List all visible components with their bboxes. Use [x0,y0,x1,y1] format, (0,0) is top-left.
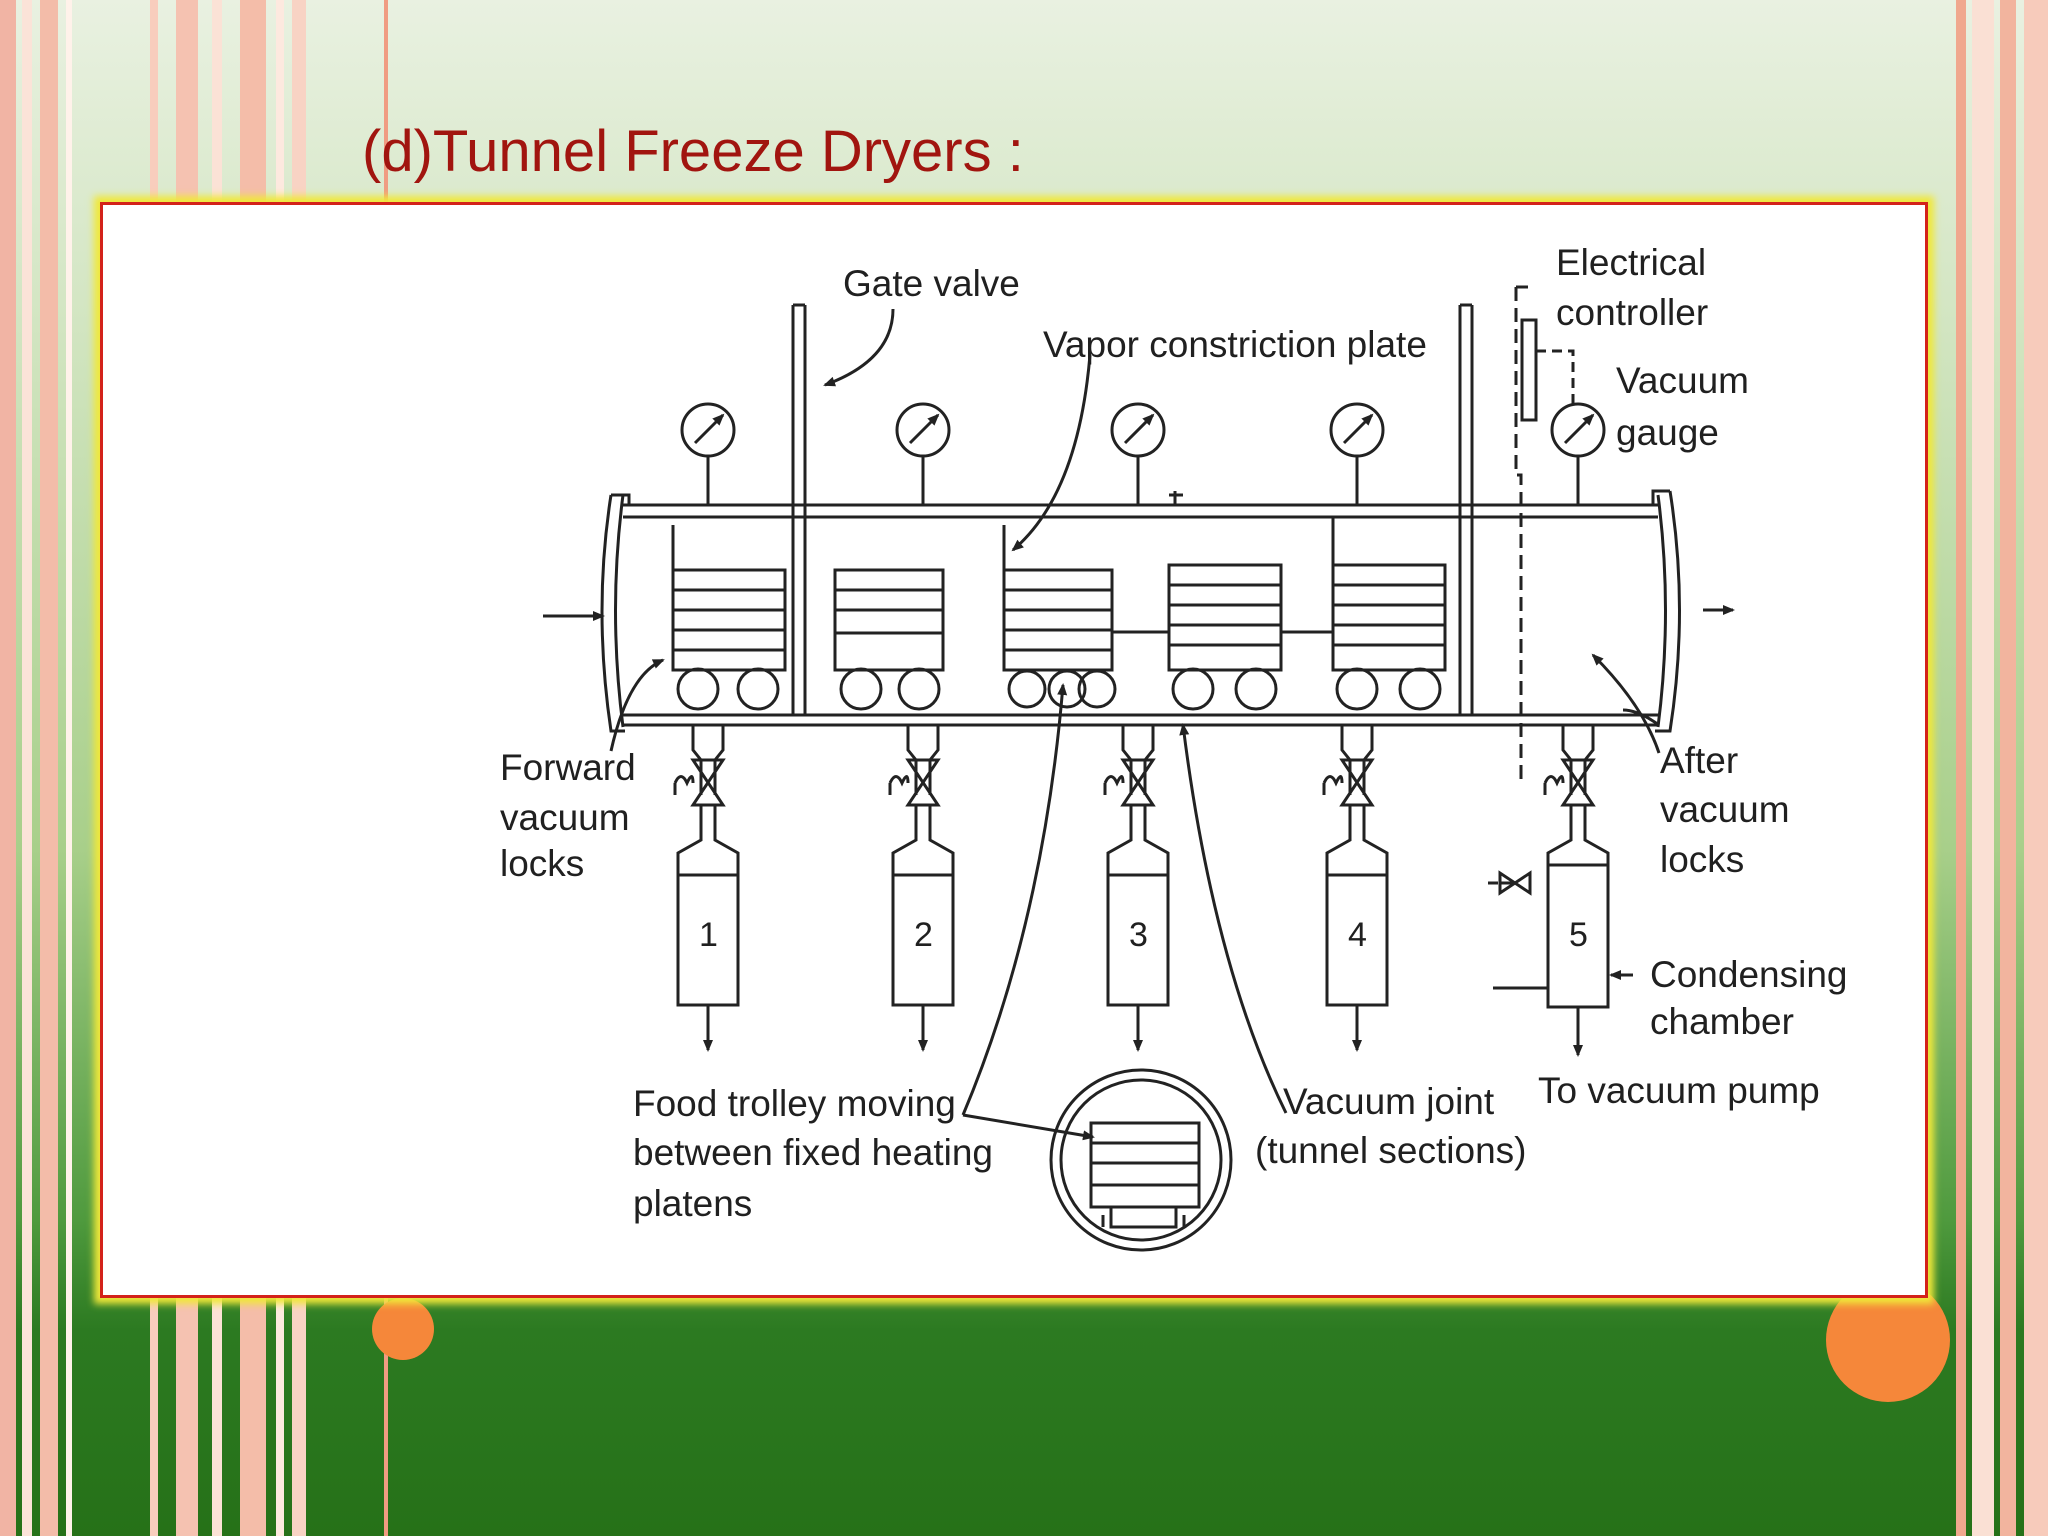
background-stripe [66,0,72,1536]
condenser-4 [1322,725,1389,1052]
label-controller: controller [1556,292,1708,333]
label-after-vacuum: vacuum [1660,789,1790,830]
controller-wire [1536,349,1575,405]
label-food-trolley: Food trolley moving [633,1083,956,1124]
label-tunnel-sections: (tunnel sections) [1255,1130,1526,1171]
background-stripe [0,0,16,1536]
label-to-vacuum-pump: To vacuum pump [1538,1070,1820,1111]
label-gauge: gauge [1616,412,1719,453]
slide-title: (d)Tunnel Freeze Dryers : [362,119,1024,184]
condenser-3 [1103,725,1170,1052]
trolley-1 [671,568,787,711]
tunnel-bottom-wall [623,713,1658,727]
label-after-locks: locks [1660,839,1744,880]
orange-dot [372,1298,434,1360]
tunnel-top-wall [623,503,1658,519]
condenser-number: 4 [1348,916,1367,954]
label-chamber: chamber [1650,1001,1794,1042]
background-stripe [2000,0,2016,1536]
background-stripe [22,0,32,1536]
label-gate-valve: Gate valve [843,263,1020,304]
label-condensing: Condensing [1650,954,1847,995]
controller-wire [1500,285,1528,885]
electrical-controller [1520,318,1538,422]
tunnel-left-door [614,494,625,728]
vacuum-gauge [1110,402,1166,505]
condenser-number: 5 [1569,916,1588,954]
label-forward: Forward [500,747,636,788]
condenser-5 [1493,725,1610,1057]
label-after: After [1660,740,1738,781]
label-electrical: Electrical [1556,242,1706,283]
label-heating-platens: between fixed heating [633,1132,993,1173]
tunnel-freeze-dryer-diagram: Gate valve Vapor constriction plate Elec… [500,242,1847,1252]
label-forward-vacuum: vacuum [500,797,630,838]
condenser-number: 2 [914,916,933,954]
label-forward-locks: locks [500,843,584,884]
tunnel-right-door [1656,494,1667,728]
background-stripe [2024,0,2048,1536]
diagram-frame: Gate valve Vapor constriction plate Elec… [100,202,1928,1298]
vacuum-gauge [1329,402,1385,505]
gate-valve-left [791,303,807,715]
tunnel-cross-section [1049,1068,1233,1252]
condenser-2 [888,725,955,1052]
trolley-2 [833,568,945,711]
vacuum-gauge [895,402,951,505]
label-platens: platens [633,1183,752,1224]
condenser-1 [673,725,740,1052]
label-vacuum: Vacuum [1616,360,1749,401]
vacuum-joint-mark [1169,491,1183,505]
gate-valve-right [1458,303,1474,715]
background-stripe [1972,0,1994,1536]
trolley-5 [1331,563,1447,711]
label-vacuum-joint: Vacuum joint [1283,1081,1495,1122]
background-stripe [40,0,58,1536]
condenser-number: 3 [1129,916,1148,954]
orange-dot [1826,1278,1950,1402]
condenser-number: 1 [699,916,718,954]
trolley-4 [1167,563,1283,711]
label-vapor-constriction-plate: Vapor constriction plate [1043,324,1427,365]
vacuum-gauge [1550,402,1606,505]
vacuum-gauge [680,402,736,505]
trolley-3 [1002,568,1117,709]
background-stripe [1956,0,1966,1536]
